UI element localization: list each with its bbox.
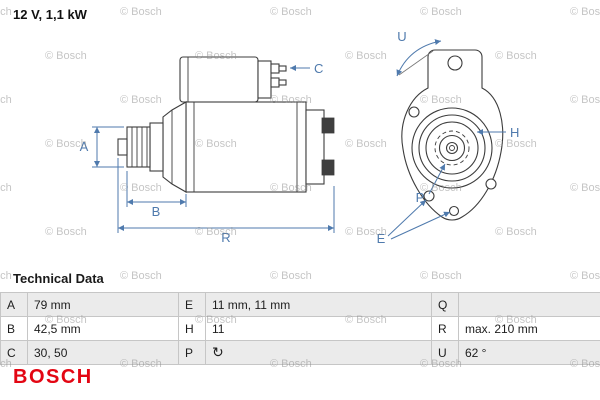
dim-label-C: C xyxy=(314,61,323,76)
param-value-P: ↻ xyxy=(205,340,432,365)
starter-side-view xyxy=(117,56,335,193)
param-key-H: H xyxy=(178,316,206,341)
watermark-text: © Bosch xyxy=(120,270,162,282)
dim-label-E: E xyxy=(377,231,386,246)
param-key-E: E xyxy=(178,292,206,317)
param-value-B: 42,5 mm xyxy=(27,316,179,341)
param-key-A: A xyxy=(0,292,28,317)
param-key-C: C xyxy=(0,340,28,365)
dim-label-B: B xyxy=(152,204,161,219)
technical-data-heading: Technical Data xyxy=(13,271,104,286)
power-rating-label: 12 V, 1,1 kW xyxy=(13,7,87,22)
watermark-text: © Bosch xyxy=(270,270,312,282)
watermark-text: © Bosch xyxy=(0,270,12,282)
starter-motor-technical-drawing: A B R C xyxy=(80,29,520,246)
dim-label-A: A xyxy=(80,139,89,154)
watermark-text: © Bosch xyxy=(570,270,600,282)
param-value-E: 11 mm, 11 mm xyxy=(205,292,432,317)
side-view-dimensions: A B R C xyxy=(80,61,335,245)
table-row: B 42,5 mm H 11 R max. 210 mm xyxy=(0,316,600,341)
param-key-U: U xyxy=(431,340,459,365)
table-row: C 30, 50 P ↻ U 62 ° xyxy=(0,340,600,365)
param-value-H: 11 xyxy=(205,316,432,341)
dim-label-P: P xyxy=(416,190,425,205)
end-view-dimensions: U H P E xyxy=(377,29,520,246)
param-value-Q xyxy=(458,292,600,317)
starter-end-view xyxy=(398,49,504,221)
param-value-C: 30, 50 xyxy=(27,340,179,365)
clockwise-rotation-icon: ↻ xyxy=(212,344,224,360)
dim-label-U: U xyxy=(397,29,406,44)
dim-label-R: R xyxy=(221,230,230,245)
param-value-A: 79 mm xyxy=(27,292,179,317)
bosch-logo: BOSCH xyxy=(13,366,93,388)
param-value-R: max. 210 mm xyxy=(458,316,600,341)
technical-data-table-wrap: A 79 mm E 11 mm, 11 mm Q B 42,5 mm H 11 … xyxy=(0,292,600,365)
table-row: A 79 mm E 11 mm, 11 mm Q xyxy=(0,292,600,317)
param-key-P: P xyxy=(178,340,206,365)
param-key-R: R xyxy=(431,316,459,341)
watermark-text: © Bosch xyxy=(420,270,462,282)
technical-data-table: A 79 mm E 11 mm, 11 mm Q B 42,5 mm H 11 … xyxy=(0,292,600,365)
param-value-U: 62 ° xyxy=(458,340,600,365)
dim-label-H: H xyxy=(510,125,519,140)
param-key-B: B xyxy=(0,316,28,341)
param-key-Q: Q xyxy=(431,292,459,317)
